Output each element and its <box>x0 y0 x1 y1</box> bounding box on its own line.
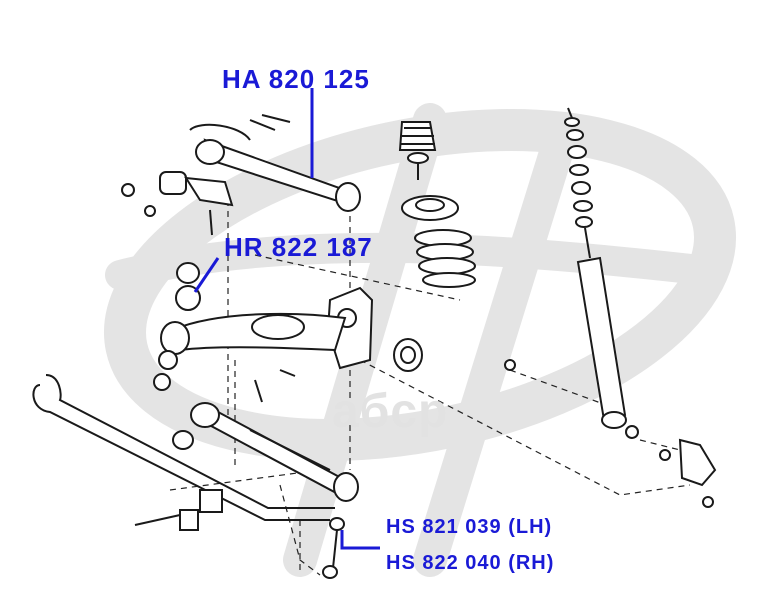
lateral-link <box>172 369 359 502</box>
rear-bracket <box>504 359 717 508</box>
label-lower-arm-bushing: HR 822 187 <box>224 232 373 262</box>
knuckle <box>326 286 423 372</box>
leader-lines <box>193 88 380 550</box>
lower-control-arm <box>153 262 347 391</box>
watermark-text: aбcp <box>332 385 449 438</box>
stabilizer-bar <box>32 374 335 531</box>
label-link-lh: HS 821 039 (LH) <box>386 516 553 538</box>
label-upper-arm: HA 820 125 <box>222 64 370 94</box>
label-link-rh: HS 822 040 (RH) <box>386 552 555 574</box>
watermark-logo <box>104 103 736 577</box>
upper-control-arm <box>121 114 361 236</box>
coil-spring-assembly <box>398 121 476 288</box>
stabilizer-link <box>322 517 345 579</box>
leader-links <box>340 530 380 550</box>
leader-lower-arm <box>193 257 220 293</box>
shock-absorber <box>564 107 627 429</box>
